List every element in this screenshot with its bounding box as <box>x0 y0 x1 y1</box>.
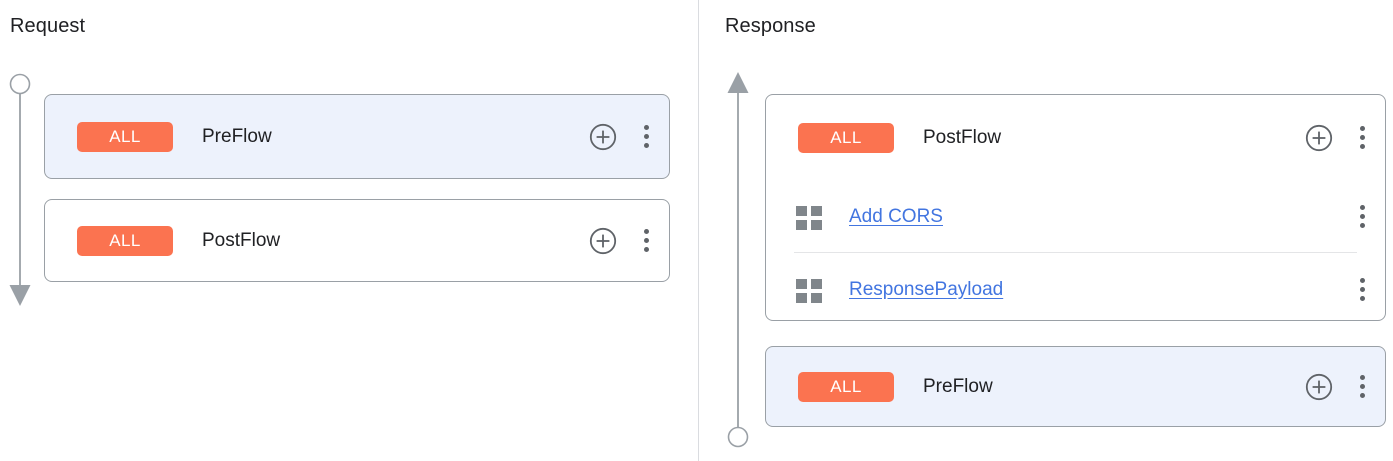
flow-name-label: PostFlow <box>923 126 1002 148</box>
method-badge: ALL <box>798 371 894 402</box>
drag-handle-icon[interactable] <box>796 278 822 303</box>
flow-card-response-postflow[interactable]: ALL PostFlow <box>765 94 1386 321</box>
more-dot <box>1359 223 1365 228</box>
more-dot <box>1359 296 1365 301</box>
flow-name-label: PreFlow <box>923 375 993 397</box>
flow-row: ALL PostFlow <box>45 200 669 281</box>
flow-card-request-postflow[interactable]: ALL PostFlow <box>44 199 670 282</box>
more-dot <box>1359 287 1365 292</box>
policy-divider <box>794 252 1357 253</box>
method-badge: ALL <box>77 225 173 256</box>
request-pane-title: Request <box>10 15 86 37</box>
request-pane: Request ALL PreFlow <box>4 15 670 312</box>
drag-dot <box>811 278 822 289</box>
more-dot <box>1359 205 1365 210</box>
pane-divider <box>698 0 699 461</box>
drag-dot <box>796 205 807 216</box>
more-dot <box>1359 384 1365 389</box>
flow-card-request-preflow[interactable]: ALL PreFlow <box>44 94 670 179</box>
more-dot <box>643 134 649 139</box>
drag-handle-icon[interactable] <box>796 205 822 230</box>
method-badge: ALL <box>77 121 173 152</box>
more-dot <box>643 125 649 130</box>
policy-link-response-payload[interactable]: ResponsePayload <box>849 278 1004 300</box>
drag-dot <box>796 278 807 289</box>
drag-dot <box>796 219 807 230</box>
policy-link-add-cors[interactable]: Add CORS <box>849 205 943 227</box>
add-circle-icon[interactable] <box>589 123 617 151</box>
flow-row: ALL PreFlow <box>766 347 1385 426</box>
drag-dot <box>811 219 822 230</box>
method-badge: ALL <box>798 122 894 153</box>
more-vert-icon[interactable] <box>637 123 655 151</box>
more-vert-icon[interactable] <box>1353 373 1371 401</box>
more-dot <box>1359 375 1365 380</box>
drag-dot <box>811 205 822 216</box>
flow-row: ALL PostFlow <box>766 95 1385 180</box>
flow-name-label: PostFlow <box>202 229 281 251</box>
more-dot <box>1359 135 1365 140</box>
response-pane: Response <box>699 0 1393 461</box>
more-dot <box>643 143 649 148</box>
more-dot <box>1359 393 1365 398</box>
more-dot <box>1359 214 1365 219</box>
policy-row[interactable]: ResponsePayload <box>766 253 1385 326</box>
more-dot <box>1359 126 1365 131</box>
response-pane-title: Response <box>725 15 816 37</box>
more-dot <box>643 238 649 243</box>
more-dot <box>643 229 649 234</box>
more-vert-icon[interactable] <box>1353 124 1371 152</box>
drag-dot <box>811 292 822 303</box>
more-vert-icon[interactable] <box>1353 276 1371 304</box>
more-dot <box>1359 278 1365 283</box>
flow-name-label: PreFlow <box>202 125 272 147</box>
more-vert-icon[interactable] <box>637 227 655 255</box>
add-circle-icon[interactable] <box>589 227 617 255</box>
add-circle-icon[interactable] <box>1305 124 1333 152</box>
more-dot <box>1359 144 1365 149</box>
policy-row[interactable]: Add CORS <box>766 180 1385 253</box>
add-circle-icon[interactable] <box>1305 373 1333 401</box>
drag-dot <box>796 292 807 303</box>
more-vert-icon[interactable] <box>1353 203 1371 231</box>
down-arrow-icon <box>4 68 38 312</box>
flow-row: ALL PreFlow <box>45 95 669 178</box>
more-dot <box>643 247 649 252</box>
flow-card-response-preflow[interactable]: ALL PreFlow <box>765 346 1386 427</box>
